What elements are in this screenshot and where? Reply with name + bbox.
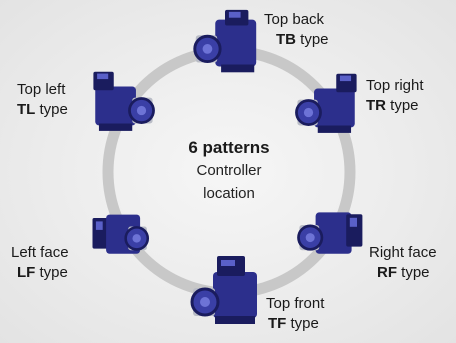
- label-left-face-code: LF: [17, 264, 36, 281]
- center-caption: 6 patterns Controller location: [148, 137, 310, 205]
- label-top-right-name: Top right: [366, 77, 424, 94]
- label-top-front: Top front TF type: [266, 294, 324, 334]
- center-line-1: Controller: [196, 162, 262, 179]
- label-top-front-code: TF: [268, 315, 287, 332]
- label-top-front-suffix: type: [290, 315, 319, 332]
- label-right-face-name: Right face: [369, 244, 437, 261]
- label-top-front-name: Top front: [266, 295, 325, 312]
- label-top-right-code: TR: [366, 97, 386, 114]
- label-top-back-suffix: type: [300, 31, 329, 48]
- center-line-2: location: [203, 185, 255, 202]
- pump-icon-lf: [92, 214, 150, 254]
- label-top-right-suffix: type: [390, 97, 419, 114]
- label-top-back-name: Top back: [264, 11, 325, 28]
- label-top-right: Top right TR type: [366, 76, 424, 116]
- label-top-left-code: TL: [17, 101, 36, 118]
- label-left-face-name: Left face: [11, 244, 69, 261]
- pump-icon-tb: [193, 9, 257, 73]
- label-top-left-suffix: type: [39, 101, 68, 118]
- center-title: 6 patterns: [188, 138, 270, 157]
- label-top-back-code: TB: [276, 31, 296, 48]
- label-top-back: Top back TB type: [264, 10, 329, 50]
- label-top-left-name: Top left: [17, 81, 66, 98]
- pump-icon-tf: [190, 256, 257, 324]
- label-right-face-code: RF: [377, 264, 397, 281]
- pump-icon-tr: [295, 73, 357, 133]
- label-right-face: Right face RF type: [369, 243, 437, 283]
- pump-icon-tl: [93, 71, 155, 131]
- label-right-face-suffix: type: [401, 264, 430, 281]
- pump-icon-rf: [297, 212, 363, 254]
- label-left-face: Left face LF type: [11, 243, 69, 283]
- label-top-left: Top left TL type: [17, 80, 68, 120]
- label-left-face-suffix: type: [39, 264, 68, 281]
